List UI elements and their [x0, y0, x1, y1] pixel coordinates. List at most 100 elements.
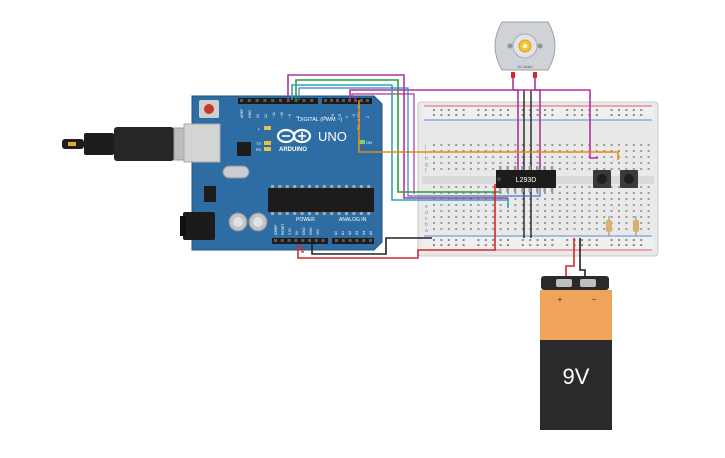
rail-hole: [462, 239, 465, 241]
breadboard-hole: [588, 210, 591, 212]
breadboard-hole: [455, 216, 458, 218]
resistor-2[interactable]: [633, 216, 639, 236]
rail-hole: [492, 244, 495, 246]
breadboard-hole: [544, 144, 546, 146]
arduino-model-text: UNO: [318, 129, 347, 144]
rail-hole: [551, 114, 554, 116]
reset-button[interactable]: [204, 104, 214, 114]
wire-magenta-enable[interactable]: [287, 74, 508, 199]
wire-black-gnd[interactable]: [311, 237, 432, 255]
breadboard-hole: [470, 144, 472, 146]
breadboard-hole: [455, 222, 458, 224]
breadboard-hole: [507, 228, 509, 230]
breadboard-hole: [647, 150, 650, 152]
pin-label: 5V: [295, 230, 299, 235]
led-label: TX: [256, 141, 261, 146]
rail-hole: [455, 244, 458, 246]
wire-magenta-button[interactable]: [349, 89, 598, 159]
breadboard-hole: [470, 210, 472, 212]
row-letter: b: [425, 222, 428, 228]
chip-leg: [315, 185, 319, 188]
breadboard-hole: [610, 156, 613, 158]
rail-hole: [536, 244, 539, 246]
barrel-jack-lip: [180, 216, 186, 236]
breadboard-hole: [433, 186, 435, 188]
wire-battery-negative[interactable]: [579, 238, 586, 276]
l293d-driver-chip[interactable]: L293D: [496, 166, 556, 192]
breadboard-hole: [625, 144, 628, 146]
pushbutton-2[interactable]: [620, 170, 638, 188]
chip-leg: [521, 188, 524, 192]
battery-9v[interactable]: + − 9V: [540, 276, 612, 430]
breadboard-hole: [455, 156, 458, 158]
chip-leg: [352, 185, 356, 188]
breadboard-hole: [647, 156, 650, 158]
header-pin: [286, 99, 290, 102]
breadboard-hole: [566, 144, 569, 146]
arduino-uno-board[interactable]: L TX RX ON ARDUINO UNO DIGITAL (PWM ~) T…: [180, 95, 383, 251]
chip-leg: [367, 212, 371, 215]
dc-motor[interactable]: DC Motor: [494, 21, 556, 78]
rail-hole: [433, 114, 435, 116]
breadboard-hole: [447, 192, 450, 194]
breadboard-hole: [470, 156, 472, 158]
wire-red-5v[interactable]: [297, 184, 496, 259]
header-pin: [247, 99, 251, 102]
breadboard-hole: [581, 192, 583, 194]
breadboard-hole: [536, 192, 539, 194]
breadboard-hole: [507, 162, 509, 164]
breadboard-hole: [588, 162, 591, 164]
breadboard-hole: [573, 192, 576, 194]
breadboard-hole: [514, 210, 517, 212]
rail-hole: [499, 239, 502, 241]
rail-hole: [544, 109, 546, 111]
breadboard-hole: [514, 204, 517, 206]
resistor-1[interactable]: [606, 216, 612, 236]
breadboard-hole: [610, 204, 613, 206]
usb-cable[interactable]: [62, 127, 205, 161]
pushbutton-1[interactable]: [593, 170, 611, 188]
breadboard-hole: [507, 216, 509, 218]
wire-battery-positive[interactable]: [565, 238, 575, 276]
chip-leg: [330, 212, 334, 215]
breadboard-hole: [632, 192, 635, 194]
breadboard-hole: [625, 222, 628, 224]
wire-red-short[interactable]: [301, 244, 304, 253]
wire-magenta-loop[interactable]: [351, 93, 415, 194]
pin-label: ~3: [352, 114, 356, 118]
pin-label: AREF: [240, 108, 244, 118]
chip-leg: [513, 166, 517, 170]
breadboard-hole: [640, 192, 643, 194]
breadboard-hole: [581, 156, 583, 158]
rail-hole: [499, 114, 502, 116]
rail-hole: [477, 109, 480, 111]
breadboard-hole: [588, 228, 591, 230]
chip-leg: [359, 212, 363, 215]
breadboard-hole: [581, 162, 583, 164]
wire-teal[interactable]: [291, 84, 509, 208]
power-pin-labels: IOREF RESET 3.3V 5V GND GND VIN A0 A1 A2…: [274, 224, 373, 235]
breadboard-hole: [625, 192, 628, 194]
rail-hole: [573, 114, 576, 116]
rail-hole: [433, 239, 435, 241]
breadboard-hole: [529, 228, 532, 230]
pin-label: 7: [324, 116, 328, 118]
breadboard-hole: [632, 144, 635, 146]
breadboard-hole: [618, 198, 620, 200]
rail-hole: [529, 114, 532, 116]
breadboard-hole: [551, 198, 554, 200]
rail-hole: [477, 239, 480, 241]
pin-label: ~10: [280, 112, 284, 118]
digital-pins: [240, 99, 369, 102]
breadboard-hole: [440, 156, 443, 158]
header-pin: [362, 239, 366, 242]
pushbutton-cap: [597, 174, 607, 184]
breadboard-hole: [440, 228, 443, 230]
breadboard-hole: [566, 198, 569, 200]
breadboard-hole: [521, 216, 524, 218]
breadboard-hole: [595, 192, 598, 194]
chip-leg: [300, 212, 304, 215]
wire-orange[interactable]: [358, 100, 619, 160]
breadboard-hole: [521, 228, 524, 230]
wire-blue[interactable]: [298, 87, 541, 197]
